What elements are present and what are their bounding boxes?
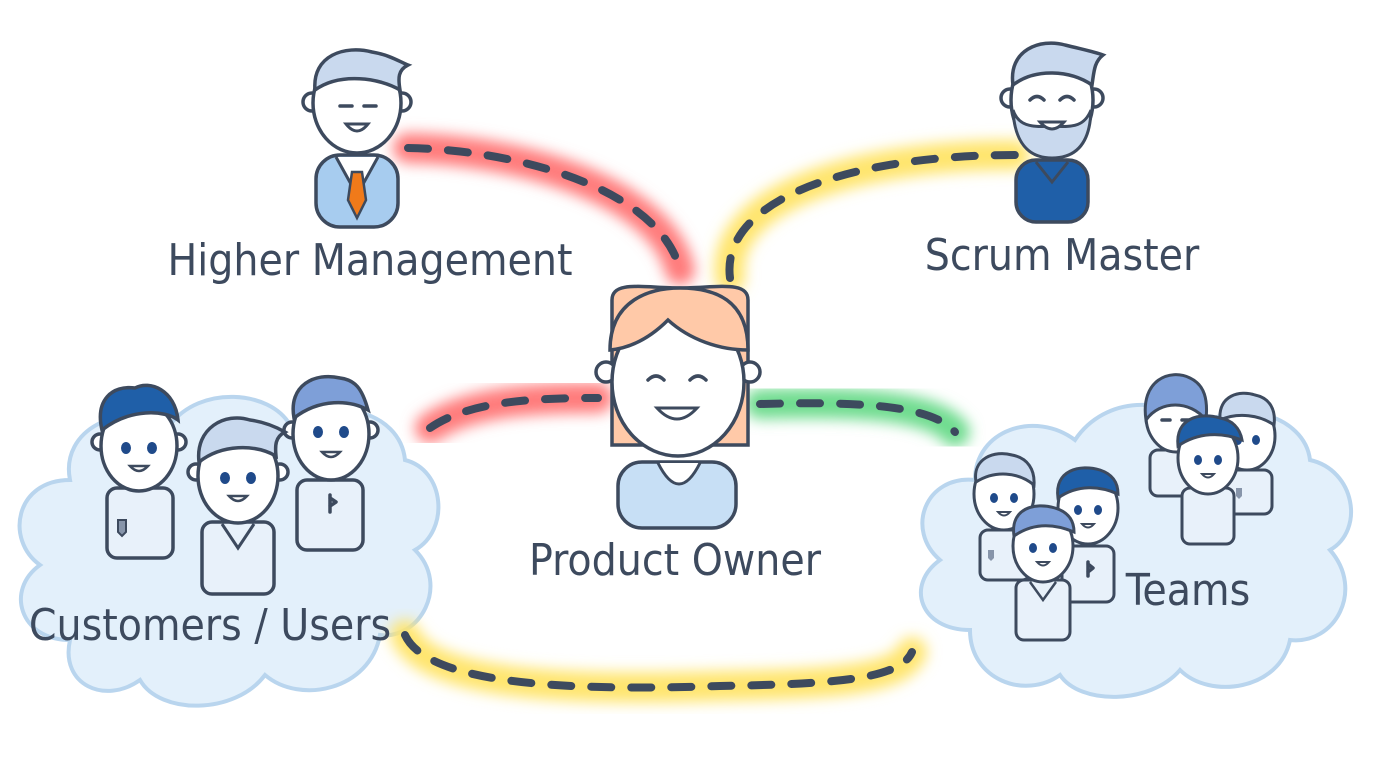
product-owner-label: Product Owner (529, 535, 822, 586)
team-member-avatar (1011, 504, 1076, 642)
teams-label: Teams (1125, 565, 1251, 616)
customer-avatar (90, 383, 188, 560)
customer-avatar (186, 416, 290, 596)
connection-po-teams (745, 388, 970, 447)
higher-management-label: Higher Management (167, 235, 572, 286)
connection-customers-teams (390, 620, 927, 703)
connection-po-scrum-master (714, 140, 1030, 293)
customers-group (90, 374, 380, 596)
scrum-master-avatar (999, 41, 1107, 224)
teams-group (972, 373, 1277, 642)
customer-avatar (282, 374, 380, 552)
scrum-master-label: Scrum Master (925, 230, 1200, 281)
connection-po-management (393, 133, 695, 285)
connection-po-customers (415, 383, 613, 443)
team-member-avatar (1176, 414, 1244, 546)
customers-users-label: Customers / Users (29, 600, 391, 651)
higher-management-avatar (301, 48, 413, 229)
product-owner-avatar (594, 284, 762, 530)
